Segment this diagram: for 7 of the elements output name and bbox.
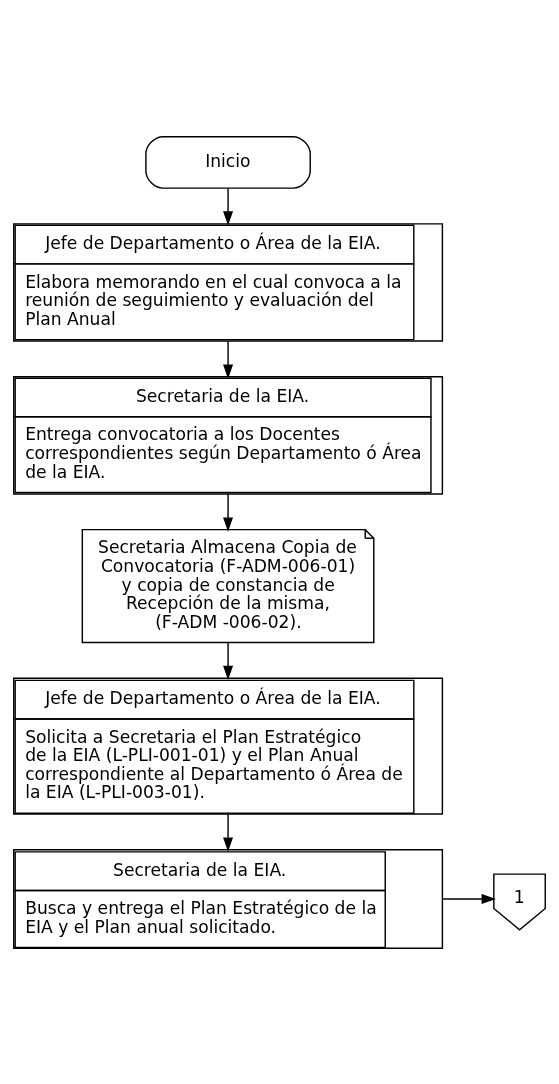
- arrow: [223, 813, 234, 852]
- node-box: Inicio: [145, 135, 311, 189]
- arrow: [223, 492, 234, 532]
- arrow: [223, 641, 234, 680]
- arrow: [441, 893, 496, 904]
- arrow: [223, 340, 234, 379]
- arrow: [223, 187, 234, 226]
